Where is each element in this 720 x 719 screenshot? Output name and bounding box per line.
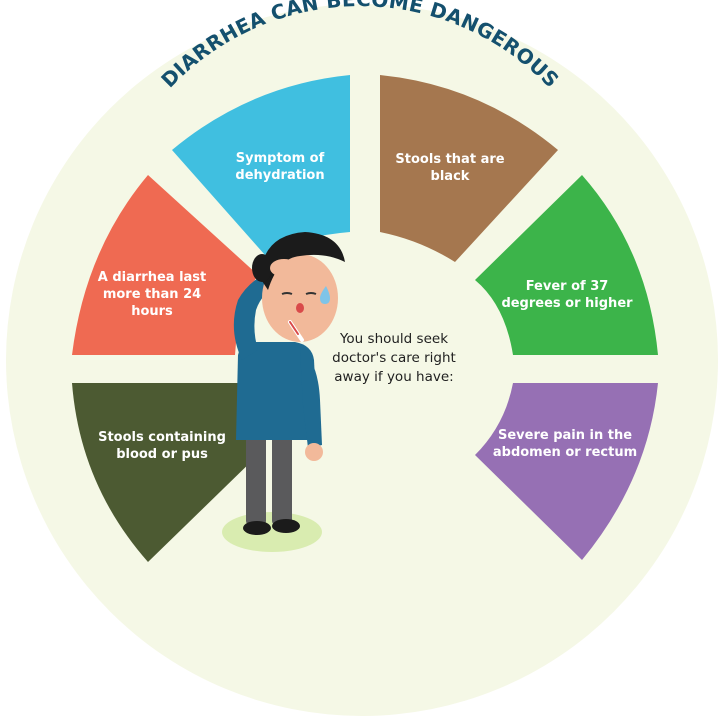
segment-fever bbox=[475, 175, 658, 355]
label-black-stools: Stools that are black bbox=[395, 152, 505, 184]
label-blood-stools: Stools containing blood or pus bbox=[98, 430, 226, 462]
label-dehydration: Symptom of dehydration bbox=[235, 151, 325, 183]
segment-dehydration bbox=[172, 75, 350, 255]
label-abdominal-pain: Severe pain in the abdomen or rectum bbox=[492, 428, 638, 460]
segment-black-stools bbox=[380, 75, 558, 262]
segment-long-diarrhea bbox=[72, 175, 258, 355]
center-instruction: You should seek doctor's care right away… bbox=[332, 331, 456, 385]
label-fever: Fever of 37 degrees or higher bbox=[501, 279, 633, 311]
label-long-diarrhea: A diarrhea last more than 24 hours bbox=[97, 270, 207, 319]
segment-blood-stools bbox=[72, 383, 258, 562]
person-illustration bbox=[222, 232, 345, 552]
background-circle bbox=[6, 4, 718, 716]
segment-abdominal-pain bbox=[475, 383, 658, 560]
